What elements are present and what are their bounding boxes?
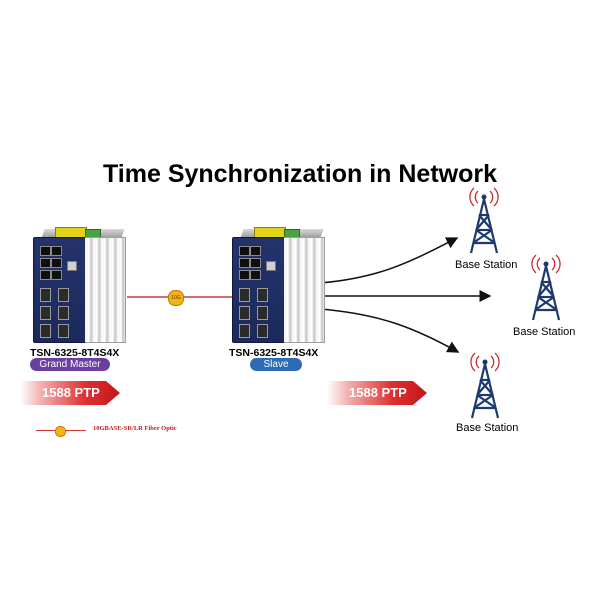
sfp-port: [40, 324, 51, 338]
sfp-port: [239, 324, 250, 338]
rj45-port: [250, 246, 261, 256]
rj45-port: [51, 258, 62, 268]
ptp-arrow-icon: 1588 PTP: [327, 381, 427, 405]
rj45-port: [40, 246, 51, 256]
tower-icon: [470, 352, 500, 419]
switch-model-label: TSN-6325-8T4S4X: [30, 347, 120, 359]
switch-front-panel: [232, 237, 286, 343]
switch-front-panel: [33, 237, 87, 343]
rj45-port: [239, 246, 250, 256]
signal-waves-icon: [469, 187, 499, 207]
rj45-port: [40, 270, 51, 280]
sfp-port: [58, 306, 69, 320]
tower-icon: [531, 254, 561, 321]
fiber-link-badge: 10G: [168, 290, 184, 306]
link-to-station-1: [319, 237, 459, 284]
ptp-label: 1588 PTP: [349, 385, 407, 400]
sfp-port: [257, 288, 268, 302]
station-label: Base Station: [513, 326, 576, 338]
console-port: [67, 261, 77, 271]
rj45-port: [51, 246, 62, 256]
sfp-port: [58, 288, 69, 302]
switch-slave: [232, 227, 326, 343]
heat-sink: [85, 237, 126, 343]
rj45-port: [239, 258, 250, 268]
sfp-port: [58, 324, 69, 338]
switch-grand-master: [33, 227, 127, 343]
sfp-port: [239, 288, 250, 302]
link-to-station-3: [319, 308, 460, 353]
signal-waves-icon: [470, 352, 500, 372]
role-badge-slave: Slave: [250, 358, 302, 371]
sfp-port: [239, 306, 250, 320]
sfp-port: [257, 324, 268, 338]
tower-icon: [469, 187, 499, 254]
sfp-port: [40, 306, 51, 320]
rj45-port: [40, 258, 51, 268]
station-label: Base Station: [456, 422, 519, 434]
switch-model-label: TSN-6325-8T4S4X: [229, 347, 319, 359]
console-port: [266, 261, 276, 271]
legend-label: 10GBASE-SR/LR Fiber Optic: [93, 425, 177, 432]
ptp-label: 1588 PTP: [42, 385, 100, 400]
signal-waves-icon: [531, 254, 561, 274]
sfp-port: [257, 306, 268, 320]
sfp-port: [40, 288, 51, 302]
diagram-title: Time Synchronization in Network: [102, 160, 498, 188]
rj45-port: [250, 270, 261, 280]
role-badge-grand-master: Grand Master: [30, 358, 110, 371]
fiber-link-dot-icon: [55, 426, 66, 437]
heat-sink: [284, 237, 325, 343]
rj45-port: [250, 258, 261, 268]
rj45-port: [51, 270, 62, 280]
station-label: Base Station: [455, 259, 518, 271]
ptp-arrow-icon: 1588 PTP: [20, 381, 120, 405]
rj45-port: [239, 270, 250, 280]
